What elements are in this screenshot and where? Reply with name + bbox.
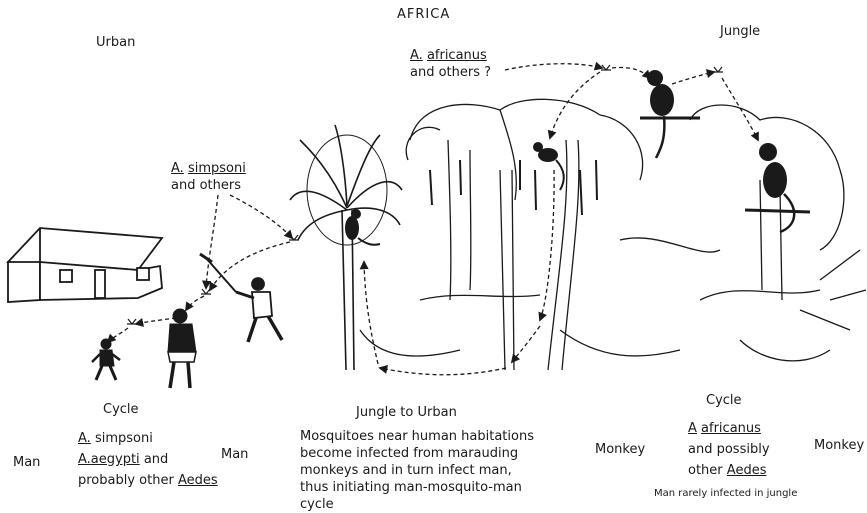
- urban-line3-prefix: probably other: [78, 473, 174, 488]
- jtu-line-2: become infected from marauding: [300, 445, 534, 462]
- mosquito-icons: [127, 65, 723, 324]
- man-with-hoe-figure: [200, 254, 282, 342]
- region-urban-label: Urban: [96, 34, 135, 51]
- jungle-cycle-vectors: A africanus and possibly other Aedes: [688, 418, 770, 481]
- jungle-line2: and possibly: [688, 442, 770, 457]
- region-jungle-label: Jungle: [720, 23, 760, 40]
- urban-cycle-heading: Cycle: [103, 401, 139, 418]
- jungle-right-host: Monkey: [814, 437, 864, 454]
- urban-left-host: Man: [13, 454, 40, 471]
- africanus-genus: A.: [410, 48, 423, 63]
- africanus-vector-label: A. africanus and others ?: [410, 47, 491, 81]
- simpsoni-species: simpsoni: [188, 161, 246, 176]
- urban-line3-genus: Aedes: [178, 473, 218, 488]
- monkey-in-jungle-2: [640, 70, 700, 158]
- africanus-species: africanus: [427, 48, 487, 63]
- jtu-line-4: thus initiating man-mosquito-man: [300, 479, 534, 496]
- urban-right-host: Man: [221, 446, 248, 463]
- jungle-note: Man rarely infected in jungle: [654, 485, 797, 502]
- jtu-line-5: cycle: [300, 496, 534, 513]
- house: [8, 228, 162, 302]
- jtu-line-1: Mosquitoes near human habitations: [300, 428, 534, 445]
- urban-vector2-species: aegypti: [91, 452, 140, 467]
- jungle-line3-prefix: other: [688, 463, 723, 478]
- urban-vector1-genus: A.: [78, 431, 91, 446]
- woman-figure: [168, 309, 196, 388]
- africanus-others: and others ?: [410, 65, 491, 80]
- child-figure: [92, 339, 120, 380]
- urban-vector2-suffix: and: [144, 452, 168, 467]
- jungle-vector1-species: africanus: [701, 421, 761, 436]
- monkey-in-jungle-1: [533, 142, 564, 190]
- urban-cycle-vectors: A. simpsoni A.aegypti and probably other…: [78, 428, 218, 491]
- figure-title: AFRICA: [397, 6, 450, 23]
- urban-vector2-genus: A.: [78, 452, 91, 467]
- simpsoni-others: and others: [171, 178, 241, 193]
- jungle-vector1-genus: A: [688, 421, 697, 436]
- urban-vector1-species: simpsoni: [95, 431, 153, 446]
- hanging-vines: [430, 160, 597, 215]
- simpsoni-vector-label: A. simpsoni and others: [171, 160, 246, 194]
- jungle-canopy: [360, 99, 866, 370]
- jtu-line-3: monkeys and in turn infect man,: [300, 462, 534, 479]
- simpsoni-genus: A.: [171, 161, 184, 176]
- jungle-to-urban-heading: Jungle to Urban: [356, 404, 457, 421]
- jungle-to-urban-description: Mosquitoes near human habitations become…: [300, 428, 534, 513]
- monkey-in-jungle-3: [745, 143, 810, 232]
- monkey-on-palm: [345, 209, 380, 245]
- jungle-line3-genus: Aedes: [727, 463, 767, 478]
- jungle-left-host: Monkey: [595, 441, 645, 458]
- jungle-cycle-heading: Cycle: [706, 392, 742, 409]
- palm-tree: [290, 125, 402, 370]
